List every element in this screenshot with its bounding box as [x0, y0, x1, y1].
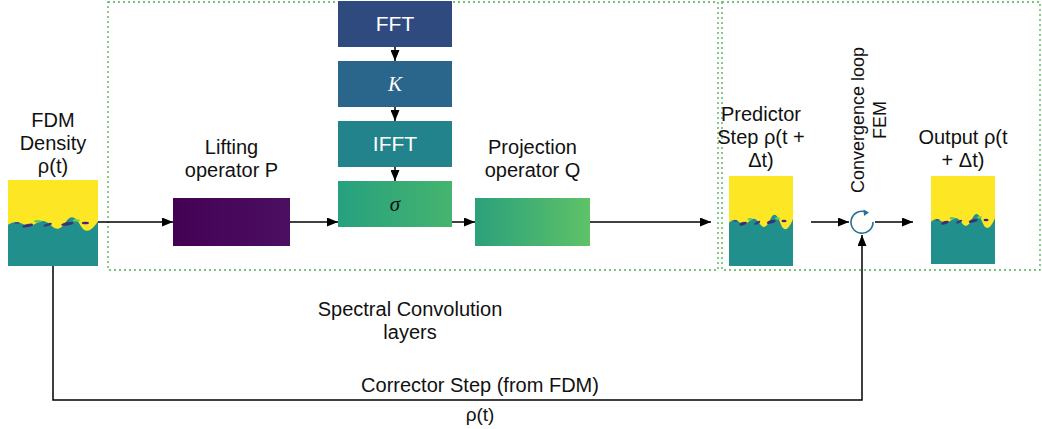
operator-box: Projection operator Q: [475, 136, 590, 246]
connector-arrow: [394, 167, 396, 181]
connector-arrow: [53, 235, 862, 400]
spectral-box: σ: [338, 181, 452, 227]
node-heading: Lifting operator P: [173, 136, 290, 182]
box-label: σ: [338, 181, 452, 227]
spectral-box: IFFT: [338, 121, 452, 167]
loop-symbol: [849, 209, 875, 235]
operator-box: Lifting operator P: [173, 136, 290, 246]
spectral-box: FFT: [338, 1, 452, 47]
connector-arrow: [452, 221, 475, 223]
density-field: [931, 176, 995, 264]
spectral-box: K: [338, 61, 452, 107]
field-node: FDM Density ρ(t): [8, 109, 98, 266]
group-label: Spectral Convolution layers: [300, 298, 520, 344]
connector-arrow: [98, 221, 173, 223]
operator-fill: [475, 198, 590, 246]
field-node: Predictor Step ρ(t + Δt): [711, 103, 811, 266]
field-node: Output ρ(t + Δt): [913, 126, 1013, 264]
connector-arrow: [590, 221, 711, 223]
signal-label: ρ(t): [440, 403, 520, 426]
density-field: [729, 176, 793, 266]
box-label: K: [338, 61, 452, 107]
node-heading: Output ρ(t + Δt): [913, 126, 1013, 172]
box-label: FFT: [338, 1, 452, 47]
connector-arrow: [394, 107, 396, 121]
dotted-region: [108, 2, 718, 270]
operator-fill: [173, 198, 290, 246]
connector-arrow: [394, 47, 396, 61]
connector-arrow: [875, 221, 913, 223]
density-field: [8, 180, 98, 266]
node-heading: Projection operator Q: [475, 136, 590, 182]
connector-arrow: [811, 221, 849, 223]
node-heading: FDM Density ρ(t): [8, 109, 98, 178]
connector-arrow: [290, 221, 338, 223]
rotated-label: Convergence loop FEM: [847, 40, 893, 200]
edge-label: Corrector Step (from FDM): [358, 374, 602, 397]
convergence-loop: Convergence loop FEM: [845, 30, 895, 240]
box-label: IFFT: [338, 121, 452, 167]
node-heading: Predictor Step ρ(t + Δt): [711, 103, 811, 172]
